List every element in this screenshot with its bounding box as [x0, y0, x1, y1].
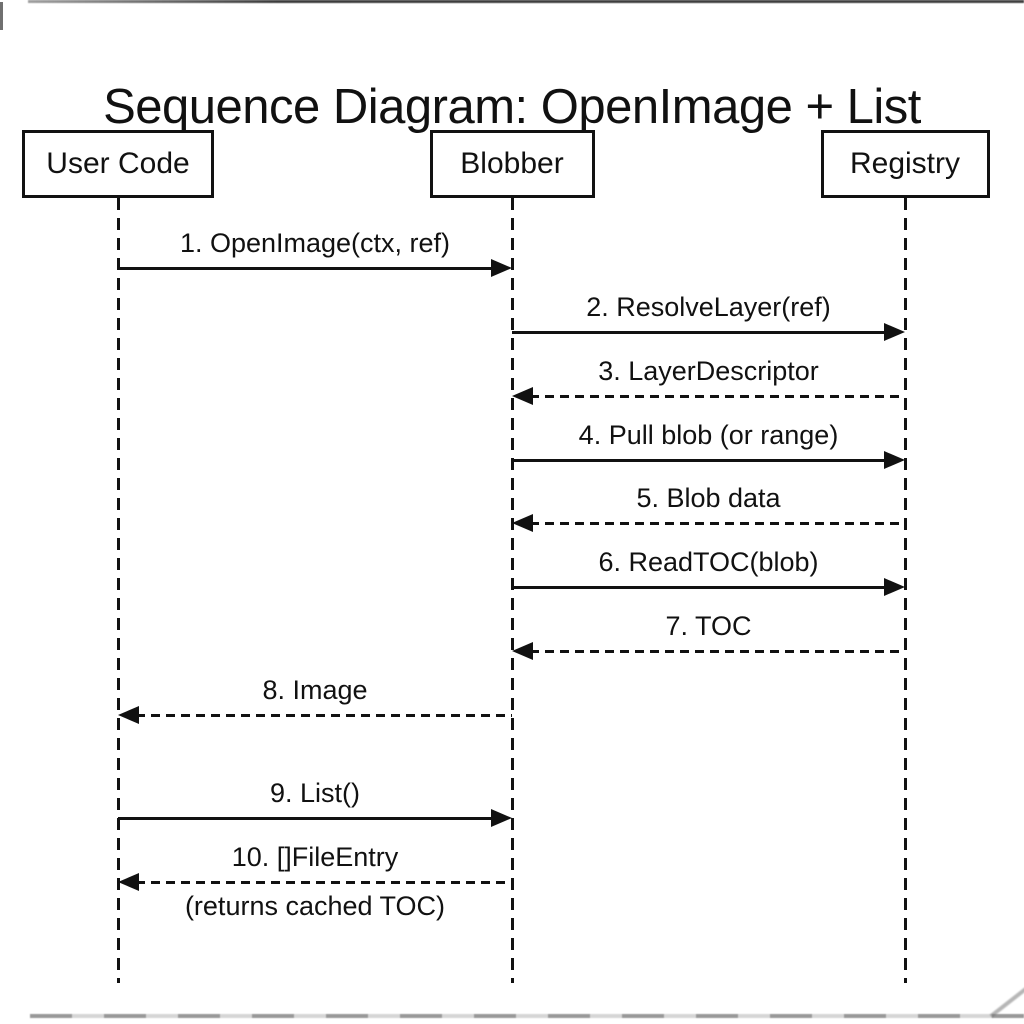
message-arrowhead-3: [512, 387, 533, 405]
message-label-3: 3. LayerDescriptor: [598, 356, 819, 386]
sketch-border-left-tick: [0, 2, 3, 30]
message-label-7: 7. TOC: [665, 611, 752, 641]
message-label-2: 2. ResolveLayer(ref): [586, 292, 831, 322]
sketch-border-bottom: [30, 1014, 1024, 1018]
sketch-border-corner-smudge: [989, 986, 1024, 1018]
lifeline-user-code: [116, 198, 120, 983]
actor-box-registry: Registry: [820, 130, 990, 198]
message-arrowhead-9: [491, 809, 512, 827]
actor-box-blobber: Blobber: [429, 130, 595, 198]
message-arrowhead-7: [512, 642, 533, 660]
actor-label-user-code: User Code: [46, 147, 190, 180]
message-arrowhead-1: [491, 259, 512, 277]
message-note-10: (returns cached TOC): [184, 891, 446, 921]
message-label-6: 6. ReadTOC(blob): [598, 547, 819, 577]
message-arrowhead-10: [118, 873, 139, 891]
message-arrowhead-6: [884, 578, 905, 596]
message-label-8: 8. Image: [262, 675, 368, 705]
message-arrowhead-8: [118, 706, 139, 724]
message-arrow-shaft-9: [118, 816, 494, 820]
message-arrow-shaft-2: [512, 330, 887, 334]
message-arrow-shaft-10: [136, 880, 512, 884]
message-label-9: 9. List(): [269, 778, 361, 808]
message-arrow-shaft-6: [512, 585, 887, 589]
message-arrow-shaft-7: [530, 649, 905, 653]
diagram-title: Sequence Diagram: OpenImage + List: [103, 79, 921, 134]
lifeline-registry: [903, 198, 907, 983]
message-label-5: 5. Blob data: [636, 483, 781, 513]
sketch-border-top: [28, 0, 1024, 3]
actor-label-blobber: Blobber: [460, 147, 564, 180]
message-label-4: 4. Pull blob (or range): [578, 420, 839, 450]
message-arrow-shaft-5: [530, 521, 905, 525]
message-arrow-shaft-3: [530, 394, 905, 398]
message-arrowhead-5: [512, 514, 533, 532]
message-arrow-shaft-4: [512, 458, 887, 462]
message-arrow-shaft-8: [136, 713, 512, 717]
message-arrowhead-2: [884, 323, 905, 341]
lifeline-blobber: [510, 198, 514, 983]
message-arrowhead-4: [884, 451, 905, 469]
actor-label-registry: Registry: [849, 147, 961, 180]
message-label-10: 10. []FileEntry: [231, 842, 399, 872]
actor-box-user-code: User Code: [22, 130, 214, 198]
message-label-1: 1. OpenImage(ctx, ref): [179, 228, 451, 258]
message-arrow-shaft-1: [118, 266, 494, 270]
